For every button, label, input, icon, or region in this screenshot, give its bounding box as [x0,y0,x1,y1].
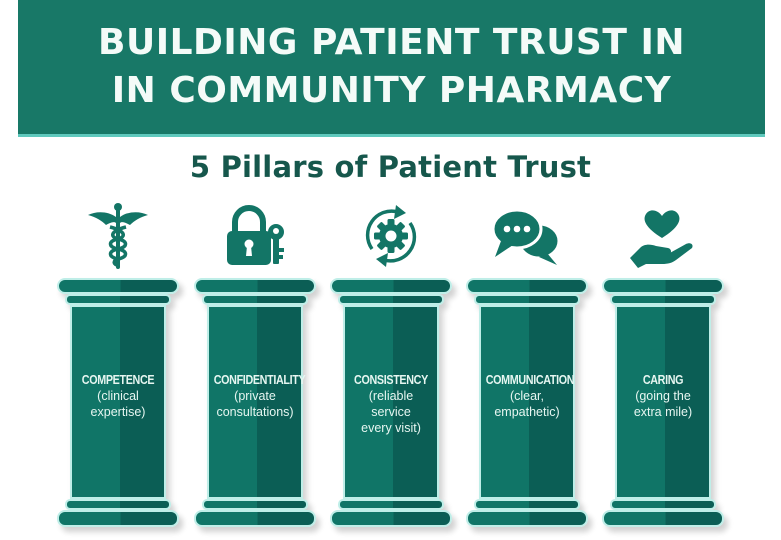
pillar-shaft [343,305,439,499]
pillar-base-top [202,499,308,510]
pillar-shaft [479,305,575,499]
pillar-description: (reliable service every visit) [361,389,421,435]
pillar-description: (clinical expertise) [90,389,146,419]
pillar-title: COMPETENCE [81,373,155,387]
caduceus-icon [78,200,158,272]
pillar-shaft [207,305,303,499]
pillar-text: CONSISTENCY (reliable service every visi… [343,373,439,436]
pillar-capital-top [602,278,724,294]
pillar-base-top [65,499,171,510]
pillar-caring: CARING (going the extra mile) [602,278,724,528]
pillar-capital-top [57,278,179,294]
pillar-description: (going the extra mile) [633,389,693,419]
pillar-capital-bottom [202,294,308,305]
pillar-base-bottom [330,510,452,527]
pillar-capital-top [466,278,588,294]
subtitle: 5 Pillars of Patient Trust [189,150,592,184]
pillar-base-bottom [194,510,316,527]
pillar-description: (private consultations) [216,389,294,419]
pillar-capital-bottom [65,294,171,305]
pillar-description: (clear, empathetic) [494,389,560,419]
pillar-communication: COMMUNICATION (clear, empathetic) [466,278,588,528]
padlock-key-icon [215,200,295,272]
pillar-title: COMMUNICATION [485,373,575,387]
pillar-base-top [474,499,580,510]
chat-bubbles-icon [487,200,567,272]
pillar-base-bottom [57,510,179,527]
pillar-capital-bottom [610,294,716,305]
pillar-confidentiality: CONFIDENTIALITY (private consultations) [194,278,316,528]
pillar-base-top [610,499,716,510]
pillar-text: COMPETENCE (clinical expertise) [70,373,166,420]
pillar-consistency: CONSISTENCY (reliable service every visi… [330,278,452,528]
pillar-text: COMMUNICATION (clear, empathetic) [479,373,575,420]
pillar-capital-top [194,278,316,294]
pillar-title: CONSISTENCY [354,373,428,387]
pillar-shaft [70,305,166,499]
pillar-competence: COMPETENCE (clinical expertise) [57,278,179,528]
banner-title-line-2: IN COMMUNITY PHARMACY [111,70,672,111]
pillar-text: CONFIDENTIALITY (private consultations) [207,373,306,420]
pillar-text: CARING (going the extra mile) [615,373,711,420]
pillar-shaft [615,305,711,499]
pillar-base-bottom [602,510,724,527]
pillar-capital-bottom [338,294,444,305]
pillar-capital-top [330,278,452,294]
gear-cycle-icon [351,200,431,272]
pillar-base-top [338,499,444,510]
heart-hand-icon [622,200,702,272]
pillar-title: CARING [642,373,684,387]
pillar-capital-bottom [474,294,580,305]
banner-title-line-1: BUILDING PATIENT TRUST IN [98,22,685,63]
title-banner: BUILDING PATIENT TRUST IN IN COMMUNITY P… [18,0,765,137]
pillar-title: CONFIDENTIALITY [213,373,306,387]
pillar-base-bottom [466,510,588,527]
